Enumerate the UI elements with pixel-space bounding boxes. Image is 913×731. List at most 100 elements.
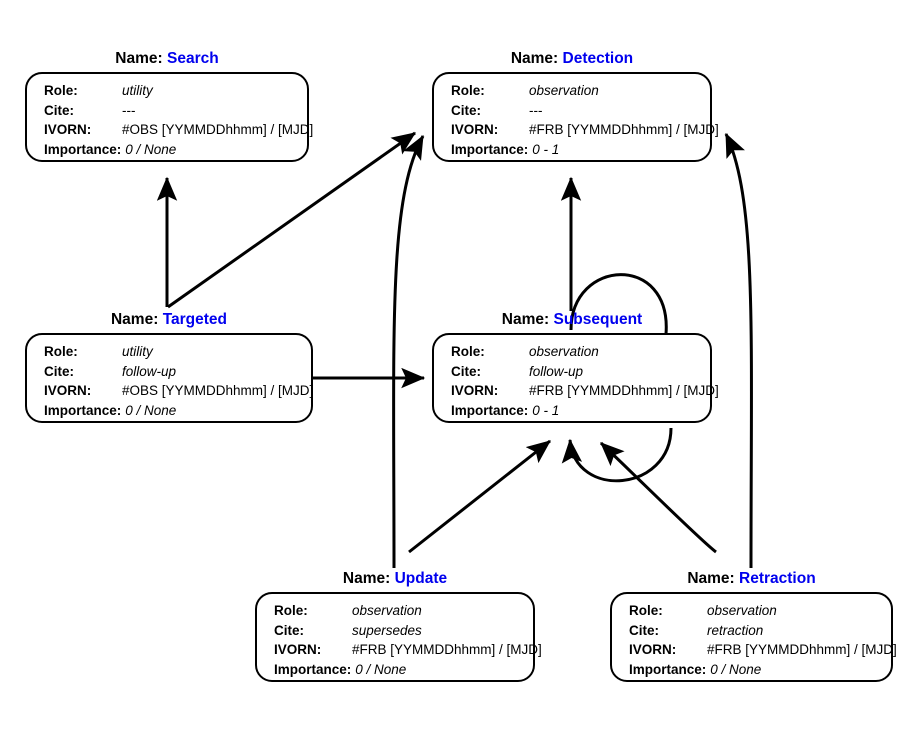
field-ivorn-label: IVORN: <box>274 642 322 657</box>
field-ivorn: IVORN: #FRB [YYMMDDhhmm] / [MJD] <box>629 640 897 660</box>
field-cite-value: follow-up <box>529 363 584 379</box>
field-importance-value: 0 / None <box>125 402 177 418</box>
field-importance-label: Importance: <box>274 661 352 677</box>
edge-subsequent-selfloop-bottom <box>561 427 673 483</box>
field-importance: Importance: 0 - 1 <box>451 140 704 160</box>
node-retraction-box[interactable]: Role: observation Cite: retraction IVORN… <box>610 592 897 682</box>
field-cite: Cite: --- <box>44 101 301 121</box>
field-cite-label: Cite: <box>44 363 74 379</box>
node-detection-name: Detection <box>562 50 634 67</box>
field-role: Role: utility <box>44 342 305 362</box>
node-search-title-prefix: Name: <box>115 50 163 67</box>
node-update-name: Update <box>394 570 448 587</box>
node-subsequent-box[interactable]: Role: observation Cite: follow-up IVORN:… <box>432 333 719 423</box>
node-subsequent-name: Subsequent <box>553 311 643 328</box>
field-ivorn-value: #OBS [YYMMDDhhmm] / [MJD] <box>122 122 314 137</box>
field-role-label: Role: <box>44 344 78 359</box>
node-search-box[interactable]: Role: utility Cite: --- IVORN: #OBS [YYM… <box>25 72 313 162</box>
field-role-label: Role: <box>451 344 485 359</box>
field-importance: Importance: 0 - 1 <box>451 401 704 421</box>
field-role-value: observation <box>707 603 777 618</box>
node-targeted-title: Name: Targeted <box>25 311 313 329</box>
field-ivorn: IVORN: #FRB [YYMMDDhhmm] / [MJD] <box>451 381 719 401</box>
node-update-title: Name: Update <box>255 570 535 588</box>
node-detection-title-prefix: Name: <box>510 50 559 67</box>
field-importance-label: Importance: <box>629 661 707 677</box>
field-importance-label: Importance: <box>451 402 529 418</box>
field-cite-label: Cite: <box>629 622 659 638</box>
field-ivorn-label: IVORN: <box>44 383 92 398</box>
field-role-value: utility <box>122 344 153 359</box>
field-ivorn: IVORN: #OBS [YYMMDDhhmm] / [MJD] <box>44 381 313 401</box>
field-cite-label: Cite: <box>451 102 481 118</box>
field-role-value: observation <box>529 83 599 98</box>
field-role-label: Role: <box>274 603 308 618</box>
field-cite: Cite: --- <box>451 101 704 121</box>
field-importance-value: 0 / None <box>355 661 407 677</box>
node-detection-box[interactable]: Role: observation Cite: --- IVORN: #FRB … <box>432 72 719 162</box>
field-importance-value: 0 / None <box>710 661 762 677</box>
field-cite-label: Cite: <box>451 363 481 379</box>
field-cite: Cite: supersedes <box>274 621 527 641</box>
field-importance: Importance: 0 / None <box>44 401 305 421</box>
field-ivorn: IVORN: #FRB [YYMMDDhhmm] / [MJD] <box>451 120 719 140</box>
node-search-name: Search <box>167 50 219 67</box>
field-ivorn-value: #FRB [YYMMDDhhmm] / [MJD] <box>352 642 542 657</box>
node-search-title: Name: Search <box>25 50 309 68</box>
field-ivorn-label: IVORN: <box>451 122 499 137</box>
field-ivorn-value: #FRB [YYMMDDhhmm] / [MJD] <box>529 383 719 398</box>
field-role-value: utility <box>122 83 153 98</box>
field-role-label: Role: <box>451 83 485 98</box>
node-targeted-name: Targeted <box>162 311 227 328</box>
edge-retraction-to-detection <box>724 132 753 569</box>
field-role: Role: observation <box>274 601 527 621</box>
field-role: Role: observation <box>629 601 885 621</box>
field-role-value: observation <box>352 603 422 618</box>
field-cite: Cite: follow-up <box>451 362 704 382</box>
node-retraction-name: Retraction <box>739 570 816 587</box>
field-role: Role: observation <box>451 81 704 101</box>
field-ivorn: IVORN: #FRB [YYMMDDhhmm] / [MJD] <box>274 640 542 660</box>
field-cite-label: Cite: <box>44 102 74 118</box>
field-ivorn-value: #FRB [YYMMDDhhmm] / [MJD] <box>707 642 897 657</box>
edge-update-to-detection <box>392 134 425 569</box>
node-update-title-prefix: Name: <box>342 570 391 587</box>
field-importance: Importance: 0 / None <box>44 140 301 160</box>
field-ivorn-value: #FRB [YYMMDDhhmm] / [MJD] <box>529 122 719 137</box>
node-update-box[interactable]: Role: observation Cite: supersedes IVORN… <box>255 592 542 682</box>
field-ivorn: IVORN: #OBS [YYMMDDhhmm] / [MJD] <box>44 120 313 140</box>
node-targeted-box[interactable]: Role: utility Cite: follow-up IVORN: #OB… <box>25 333 313 423</box>
edge-retraction-to-subsequent <box>599 441 717 554</box>
field-importance-label: Importance: <box>451 141 529 157</box>
node-retraction-title-prefix: Name: <box>687 570 735 587</box>
field-ivorn-value: #OBS [YYMMDDhhmm] / [MJD] <box>122 383 314 398</box>
node-subsequent-title-prefix: Name: <box>501 311 550 328</box>
field-cite-value: retraction <box>707 622 764 638</box>
edge-update-to-subsequent <box>408 439 551 554</box>
field-importance-label: Importance: <box>44 402 122 418</box>
field-ivorn-label: IVORN: <box>629 642 677 657</box>
field-cite-value: supersedes <box>352 622 422 638</box>
node-detection-title: Name: Detection <box>432 50 712 68</box>
field-role: Role: observation <box>451 342 704 362</box>
field-cite: Cite: retraction <box>629 621 885 641</box>
field-role-label: Role: <box>629 603 663 618</box>
node-retraction-title: Name: Retraction <box>610 570 893 588</box>
field-role: Role: utility <box>44 81 301 101</box>
field-role-value: observation <box>529 344 599 359</box>
field-role-label: Role: <box>44 83 78 98</box>
field-importance: Importance: 0 / None <box>274 660 527 680</box>
field-importance-value: 0 - 1 <box>532 141 560 157</box>
field-importance-value: 0 - 1 <box>532 402 560 418</box>
node-subsequent-title: Name: Subsequent <box>432 311 712 329</box>
field-importance-label: Importance: <box>44 141 122 157</box>
field-cite-label: Cite: <box>274 622 304 638</box>
field-importance: Importance: 0 / None <box>629 660 885 680</box>
node-targeted-title-prefix: Name: <box>110 311 159 328</box>
field-cite-value: follow-up <box>122 363 177 379</box>
field-ivorn-label: IVORN: <box>44 122 92 137</box>
field-cite-value: --- <box>122 102 136 118</box>
field-cite: Cite: follow-up <box>44 362 305 382</box>
field-importance-value: 0 / None <box>125 141 177 157</box>
